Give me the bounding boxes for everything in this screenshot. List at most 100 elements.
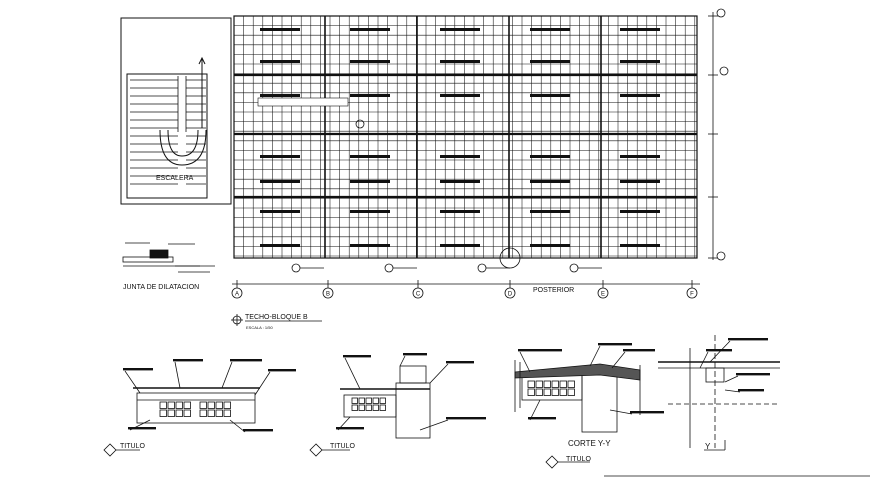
grid-note (620, 28, 660, 31)
brick-cell (207, 409, 215, 417)
detail-3-bricks (527, 380, 575, 396)
brick-cell (372, 404, 379, 411)
brick-cell (372, 397, 379, 404)
detail-1 (103, 359, 296, 457)
grid-note (350, 155, 390, 158)
grid-note (530, 244, 570, 247)
svg-text:E: E (601, 292, 605, 298)
plan-title: TECHO-BLOQUE B (245, 314, 308, 321)
grid-note (350, 210, 390, 213)
brick-cell (183, 401, 191, 409)
axis-bubble: F (686, 280, 698, 299)
axis-bubble-bottom (716, 251, 726, 261)
axis-bubble-mid (719, 66, 729, 76)
brick-cell (527, 388, 535, 396)
detail-3-beam (581, 369, 618, 433)
svg-text:D: D (508, 292, 513, 298)
section-marker-icon (384, 263, 394, 273)
grid-note (440, 94, 480, 97)
brick-cell (351, 404, 358, 411)
detail-2-bricks (351, 397, 386, 411)
brick-cell (551, 388, 559, 396)
grid-callout-circle (355, 119, 365, 129)
grid-note (620, 180, 660, 183)
grid-note (350, 28, 390, 31)
elevation-label: POSTERIOR (533, 287, 574, 294)
grid-note (530, 155, 570, 158)
joint-detail (122, 242, 215, 273)
section-markers (291, 263, 602, 273)
detail-3-leaders (518, 343, 664, 421)
grid-note (350, 180, 390, 183)
grid-note (350, 60, 390, 63)
detail-2-beam (395, 382, 431, 439)
detail-2-title: TITULO (330, 443, 355, 450)
brick-cell (223, 401, 231, 409)
stair-arrow-icon (198, 56, 206, 65)
brick-cell (223, 409, 231, 417)
brick-cell (199, 409, 207, 417)
grid-note (260, 244, 300, 247)
right-dimension (708, 8, 729, 261)
grid-note (530, 28, 570, 31)
grid-note (440, 180, 480, 183)
grid-note (260, 180, 300, 183)
plan-scale: ESCALA : 1/50 (246, 325, 273, 330)
grid-note (260, 155, 300, 158)
brick-cell (559, 388, 567, 396)
svg-text:F: F (690, 292, 694, 298)
section-title: CORTE Y-Y (568, 439, 611, 448)
roof-joint-lines (234, 73, 697, 199)
brick-cell (567, 388, 575, 396)
axis-bubble: C (412, 280, 424, 299)
brick-cell (167, 401, 175, 409)
brick-cell (543, 380, 551, 388)
grid-note (530, 94, 570, 97)
brick-cell (551, 380, 559, 388)
brick-cell (159, 401, 167, 409)
svg-text:C: C (416, 292, 421, 298)
grid-note (620, 60, 660, 63)
brick-cell (167, 409, 175, 417)
detail-3 (514, 343, 664, 469)
brick-cell (535, 380, 543, 388)
brick-cell (567, 380, 575, 388)
joint-label: JUNTA DE DILATACION (123, 284, 199, 291)
detail-3-title: TITULO (566, 456, 591, 463)
stair-outer-frame (120, 17, 232, 205)
plan-title-block (231, 314, 322, 326)
grid-note (440, 28, 480, 31)
brick-cell (199, 401, 207, 409)
brick-cell (527, 380, 535, 388)
brick-cell (351, 397, 358, 404)
section-marker-icon (291, 263, 301, 273)
axis-bubble-top (716, 8, 726, 18)
section-marker-icon (569, 263, 579, 273)
section-marker-icon (477, 263, 487, 273)
brick-cell (365, 397, 372, 404)
brick-cell (358, 397, 365, 404)
grid-note (530, 180, 570, 183)
brick-cell (175, 409, 183, 417)
brick-cell (215, 409, 223, 417)
detail-1-marker-icon (103, 443, 117, 457)
axis-bubble: A (231, 280, 243, 299)
grid-note (440, 60, 480, 63)
svg-text:A: A (235, 292, 239, 298)
grid-note (260, 94, 300, 97)
axis-bubble: B (322, 280, 334, 299)
roof-plan (233, 15, 698, 269)
grid-note (350, 94, 390, 97)
detail-3-marker-icon (545, 455, 559, 469)
axis-bubble: D (504, 280, 516, 299)
grid-note (440, 155, 480, 158)
section-yy-leaders (699, 338, 770, 393)
section-yy (658, 335, 780, 451)
svg-text:B: B (326, 292, 330, 298)
grid-note (260, 210, 300, 213)
grid-note (620, 244, 660, 247)
brick-cell (559, 380, 567, 388)
brick-cell (379, 397, 386, 404)
grid-note (260, 60, 300, 63)
